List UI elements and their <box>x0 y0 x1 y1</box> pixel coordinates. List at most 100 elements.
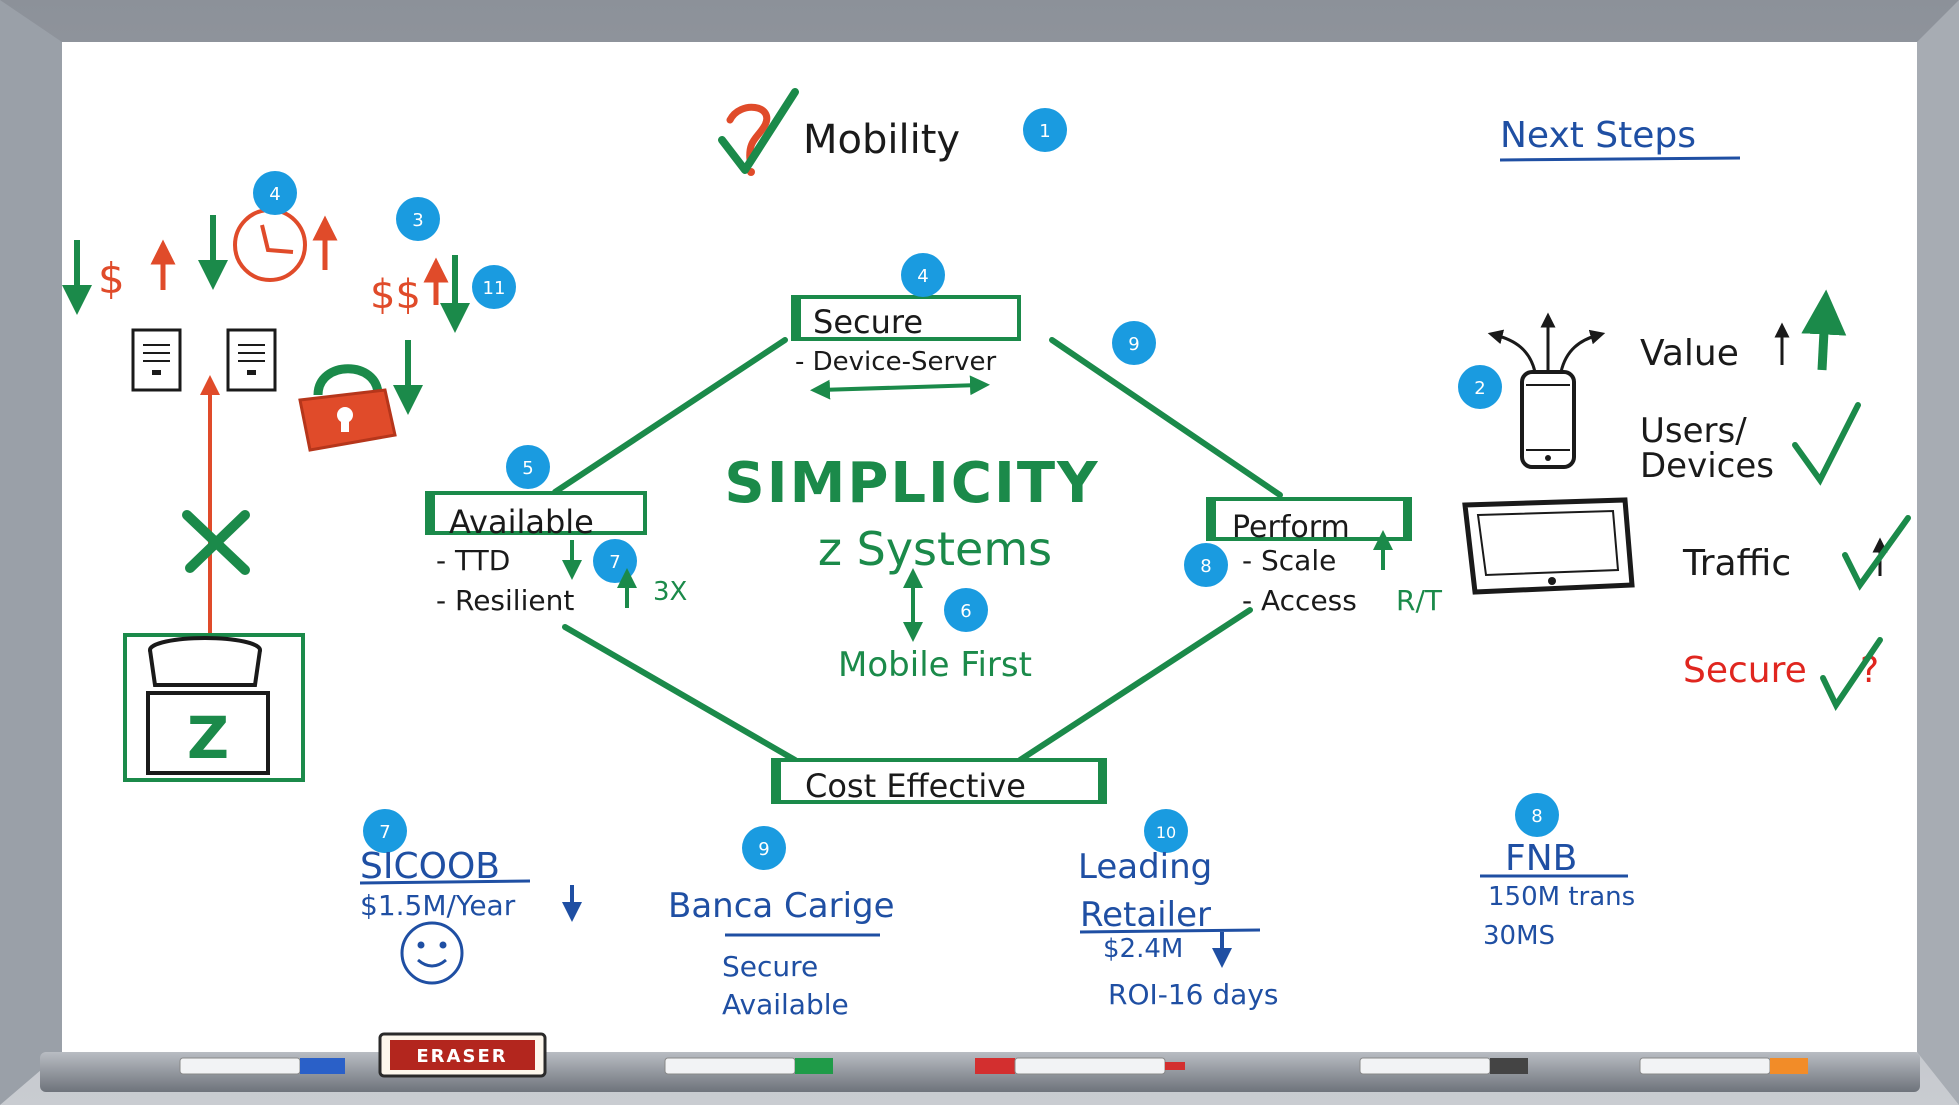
scale-item: - Scale <box>1242 544 1336 577</box>
cost-effective-box: Cost Effective <box>771 758 1107 805</box>
fnb-line-2: 30MS <box>1483 921 1555 951</box>
orange-marker[interactable] <box>1639 1057 1808 1075</box>
red-marker[interactable] <box>975 1057 1185 1075</box>
blue-marker[interactable] <box>179 1057 345 1075</box>
retailer-name-2: Retailer <box>1080 895 1211 935</box>
secure-box: Secure - Device-Server 4 <box>791 253 1021 400</box>
cost-effective-label: Cost Effective <box>805 767 1026 805</box>
badge-8 <box>1184 543 1228 587</box>
secure-checkmark-icon <box>1820 637 1883 712</box>
checkmark-icon <box>718 88 799 174</box>
tablet-icon <box>1462 497 1635 595</box>
mobile-first-label: Mobile First <box>838 645 1032 685</box>
smiley-icon <box>400 921 464 985</box>
resilient-item: - Resilient <box>436 584 574 617</box>
badge-eleven <box>472 265 516 309</box>
badge-6-label: 6 <box>960 601 971 622</box>
badge-1 <box>1023 108 1067 152</box>
badge-retailer <box>1144 809 1188 853</box>
question-mark-icon <box>726 103 771 164</box>
badge-sicoob-label: 7 <box>379 822 390 843</box>
lock-icon <box>298 364 397 452</box>
double-dollar: $$ <box>370 272 421 318</box>
simplicity-title: SIMPLICITY <box>724 451 1099 516</box>
available-box: Available 5 - TTD 7 - Resilient 3X <box>425 445 687 617</box>
fnb-line-1: 150M trans <box>1488 882 1635 912</box>
retailer-line-2: ROI-16 days <box>1108 978 1278 1011</box>
server-icon-1 <box>131 328 182 392</box>
traffic-checkmark-icon <box>1842 515 1911 591</box>
badge-eleven-label: 11 <box>483 278 506 299</box>
badge-5 <box>506 445 550 489</box>
banca-name: Banca Carige <box>668 886 895 926</box>
badge-9-edge <box>1112 321 1156 365</box>
mobility-heading: Mobility 1 <box>718 88 1067 176</box>
available-label: Available <box>449 503 594 541</box>
devices-label: Devices <box>1640 446 1774 486</box>
green-marker[interactable] <box>664 1057 833 1075</box>
phone-icon <box>1487 312 1606 469</box>
badge-6 <box>944 588 988 632</box>
badge-5-label: 5 <box>522 458 533 479</box>
users-checkmark-icon <box>1792 402 1861 486</box>
badge-secure-label: 4 <box>917 266 928 287</box>
retailer-name: Leading <box>1078 847 1212 887</box>
badge-fnb-label: 8 <box>1531 806 1542 827</box>
badge-ttd-label: 7 <box>609 552 620 573</box>
device-server-label: - Device-Server <box>795 347 997 377</box>
banca-line-1: Secure <box>722 950 818 983</box>
badge-money-label: 3 <box>412 210 423 231</box>
center-block: SIMPLICITY z Systems 6 Mobile First <box>724 451 1099 685</box>
resilient-note: 3X <box>653 577 687 607</box>
access-item: - Access <box>1242 584 1357 617</box>
left-panel: $ 4 3 $$ 11 <box>62 171 516 782</box>
value-label: Value <box>1640 333 1739 374</box>
mainframe-icon: Z <box>123 633 305 782</box>
black-marker[interactable] <box>1359 1057 1528 1075</box>
secure-label: Secure <box>813 303 923 341</box>
access-note: R/T <box>1396 584 1443 617</box>
customer-sicoob: 7 SICOOB $1.5M/Year <box>359 809 582 985</box>
badge-8-label: 8 <box>1200 556 1211 577</box>
badge-secure <box>901 253 945 297</box>
secure-next-label: Secure <box>1683 650 1807 691</box>
mainframe-letter: Z <box>187 704 229 772</box>
traffic-label: Traffic <box>1682 543 1791 584</box>
fnb-name: FNB <box>1505 838 1577 879</box>
badge-money <box>396 197 440 241</box>
badge-clock-label: 4 <box>269 184 280 205</box>
eraser[interactable]: ERASER <box>378 1032 547 1078</box>
sicoob-line-1: $1.5M/Year <box>360 889 516 922</box>
next-steps-panel: Next Steps 2 Value Users/ Devices Traffi… <box>1458 115 1911 712</box>
mobility-title: Mobility <box>803 117 960 163</box>
badge-9-edge-label: 9 <box>1128 334 1139 355</box>
perform-label: Perform <box>1232 510 1350 545</box>
badge-fnb <box>1515 793 1559 837</box>
badge-2 <box>1458 365 1502 409</box>
badge-2-label: 2 <box>1474 378 1485 399</box>
single-dollar: $ <box>98 254 125 303</box>
badge-1-label: 1 <box>1039 121 1050 142</box>
next-steps-title: Next Steps <box>1500 115 1696 156</box>
perform-box: Perform 9 8 - Scale - Access R/T <box>1112 321 1443 617</box>
z-systems-subtitle: z Systems <box>818 522 1052 576</box>
badge-clock <box>253 171 297 215</box>
users-label: Users/ <box>1640 411 1747 451</box>
retailer-line-1: $2.4M <box>1103 934 1183 964</box>
badge-retailer-label: 10 <box>1156 823 1176 842</box>
customer-banca-carige: 9 Banca Carige Secure Available <box>668 826 895 1021</box>
value-green-up-arrow <box>1801 289 1847 371</box>
badge-sicoob <box>363 809 407 853</box>
simplicity-diamond <box>552 337 1283 763</box>
banca-line-2: Available <box>722 988 849 1021</box>
badge-banca <box>742 826 786 870</box>
ttd-item: - TTD <box>436 544 510 577</box>
server-icon-2 <box>226 328 277 392</box>
marker-tray: ERASER <box>40 1032 1920 1092</box>
green-x-mark <box>182 510 250 575</box>
eraser-label: ERASER <box>416 1046 507 1067</box>
badge-banca-label: 9 <box>758 839 769 860</box>
customer-fnb: 8 FNB 150M trans 30MS <box>1480 793 1635 951</box>
customer-leading-retailer: 10 Leading Retailer $2.4M ROI-16 days <box>1078 809 1278 1011</box>
